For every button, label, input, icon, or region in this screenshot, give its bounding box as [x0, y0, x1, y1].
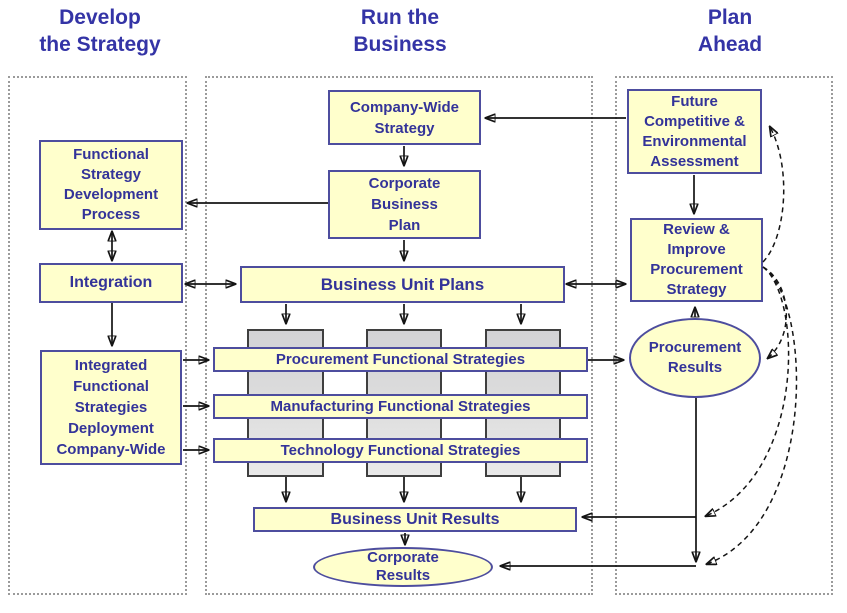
box-business-unit-plans: Business Unit Plans — [240, 266, 565, 303]
column-frame-run — [205, 76, 593, 595]
box-functional-strategy-development-process: Functional Strategy Development Process — [39, 140, 183, 230]
box-future-competitive-environmental-assessment: Future Competitive & Environmental Asses… — [627, 89, 762, 174]
column-header-develop-the-strategy: Develop the Strategy — [39, 6, 161, 56]
box-integration: Integration — [39, 263, 183, 303]
box-company-wide-strategy: Company-Wide Strategy — [328, 90, 481, 145]
box-corporate-business-plan: Corporate Business Plan — [328, 170, 481, 239]
column-frame-plan — [615, 76, 833, 595]
strip-manufacturing-functional-strategies: Manufacturing Functional Strategies — [213, 394, 588, 419]
box-business-unit-results: Business Unit Results — [253, 507, 577, 532]
box-review-improve-procurement-strategy: Review & Improve Procurement Strategy — [630, 218, 763, 302]
box-integrated-functional-strategies-deployment: Integrated Functional Strategies Deploym… — [40, 350, 182, 465]
ellipse-corporate-results: Corporate Results — [313, 547, 493, 587]
strip-technology-functional-strategies: Technology Functional Strategies — [213, 438, 588, 463]
column-header-run-the-business: Run the Business — [353, 6, 447, 56]
ellipse-procurement-results: Procurement Results — [629, 318, 761, 398]
strip-procurement-functional-strategies: Procurement Functional Strategies — [213, 347, 588, 372]
column-header-plan-ahead: Plan Ahead — [697, 6, 763, 56]
column-frame-develop — [8, 76, 187, 595]
